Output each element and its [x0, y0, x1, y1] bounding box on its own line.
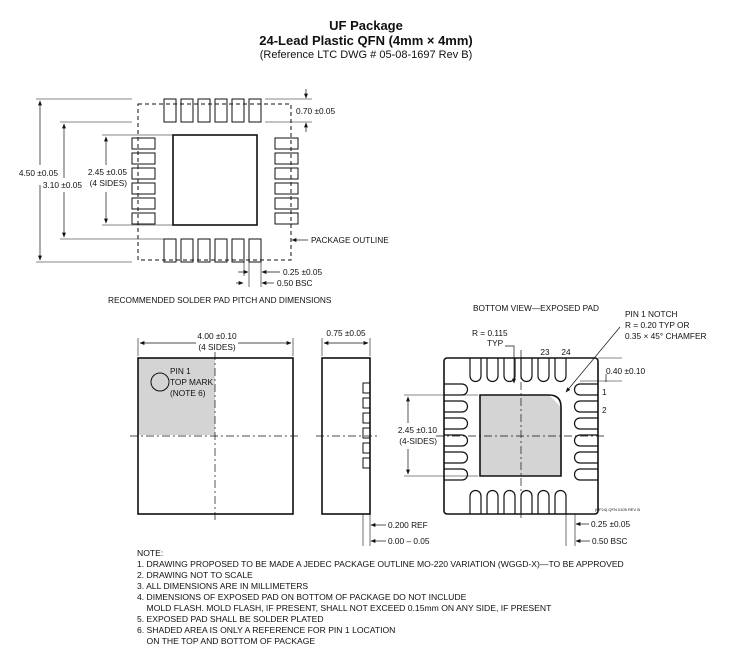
note-6: 6. SHADED AREA IS ONLY A REFERENCE FOR P…	[137, 625, 396, 635]
dim-inner-label: 3.10 ±0.05	[43, 180, 83, 190]
pin1-top-mark	[150, 372, 170, 392]
solder-pad-footprint	[36, 89, 312, 287]
pin-1-label: 1	[602, 387, 607, 397]
dim-pad-width-label: 0.25 ±0.05	[283, 267, 323, 277]
dim-pad-label: 2.45 ±0.05	[88, 167, 128, 177]
footprint-bottom-pads	[163, 238, 262, 263]
exposed-pad-land	[172, 134, 258, 226]
pin1-shaded-area	[138, 358, 215, 435]
solder-pad	[214, 98, 228, 123]
drawing-code: (UF24) QFN 0105 REV B	[595, 507, 640, 512]
bottom-right-leads	[573, 383, 598, 481]
solder-pad	[163, 238, 177, 263]
solder-pad	[248, 98, 262, 123]
pin-23-label: 23	[540, 347, 550, 357]
lead-pitch-label: 0.50 BSC	[592, 536, 628, 546]
solder-pad	[131, 137, 156, 150]
radius-typ-label: TYP	[487, 338, 504, 348]
pin1-notch-label: PIN 1 NOTCH	[625, 309, 678, 319]
bottom-top-leads	[469, 358, 567, 383]
top-dim-sides-label: (4 SIDES)	[198, 342, 236, 352]
solder-pad	[131, 167, 156, 180]
side-lead	[362, 397, 371, 409]
side-lead	[362, 457, 371, 469]
side-lead	[362, 382, 371, 394]
package-outline	[137, 103, 292, 261]
solder-pad	[163, 98, 177, 123]
solder-pad	[214, 238, 228, 263]
pin-2-label: 2	[602, 405, 607, 415]
dim-pad-sides-label: (4 SIDES)	[90, 178, 128, 188]
footprint-left-pads	[131, 137, 156, 225]
notch-chamfer-label: 0.35 × 45° CHAMFER	[625, 331, 706, 341]
package-outline-label: PACKAGE OUTLINE	[311, 235, 389, 245]
solder-pad	[180, 98, 194, 123]
solder-pad	[248, 238, 262, 263]
notes-heading: NOTE:	[137, 548, 164, 558]
thickness-label: 0.75 ±0.05	[326, 328, 366, 338]
standoff-label: 0.00 – 0.05	[388, 536, 430, 546]
dim-pad-pitch-label: 0.50 BSC	[277, 278, 313, 288]
solder-pad	[131, 212, 156, 225]
pin1-note-label: (NOTE 6)	[170, 388, 206, 398]
solder-pad	[274, 137, 299, 150]
ref-label: 0.200 REF	[388, 520, 428, 530]
solder-pad	[131, 152, 156, 165]
notch-radius-label: R = 0.20 TYP OR	[625, 320, 690, 330]
note-3: 3. ALL DIMENSIONS ARE IN MILLIMETERS	[137, 581, 309, 591]
solder-pad	[274, 152, 299, 165]
radius-label: R = 0.115	[472, 328, 508, 338]
note-5: 5. EXPOSED PAD SHALL BE SOLDER PLATED	[137, 614, 324, 624]
exposed-pad-sides-label: (4-SIDES)	[399, 436, 437, 446]
note-4: 4. DIMENSIONS OF EXPOSED PAD ON BOTTOM O…	[137, 592, 467, 602]
bottom-view-caption: BOTTOM VIEW—EXPOSED PAD	[473, 303, 599, 313]
pin1-label: PIN 1	[170, 366, 191, 376]
solder-pad	[274, 212, 299, 225]
bottom-bottom-leads	[469, 489, 567, 514]
package-title: UF Package	[329, 18, 403, 33]
side-lead	[362, 412, 371, 424]
side-lead	[362, 442, 371, 454]
pin1-shaded-area	[480, 395, 561, 476]
solder-pad	[231, 238, 245, 263]
note-1: 1. DRAWING PROPOSED TO BE MADE A JEDEC P…	[137, 559, 624, 569]
note-2: 2. DRAWING NOT TO SCALE	[137, 570, 253, 580]
dim-overall-label: 4.50 ±0.05	[19, 168, 59, 178]
solder-pad	[197, 238, 211, 263]
solder-pad	[197, 98, 211, 123]
notes-block: NOTE: 1. DRAWING PROPOSED TO BE MADE A J…	[137, 548, 624, 647]
exposed-pad-dim-label: 2.45 ±0.10	[398, 425, 438, 435]
solder-pad	[131, 197, 156, 210]
footprint-top-pads	[163, 98, 262, 123]
pin-24-label: 24	[561, 347, 571, 357]
lead-width-label: 0.25 ±0.05	[591, 519, 631, 529]
side-view	[316, 338, 386, 546]
footprint-caption: RECOMMENDED SOLDER PAD PITCH AND DIMENSI…	[108, 295, 332, 305]
solder-pad	[274, 167, 299, 180]
dim-pad-length-label: 0.70 ±0.05	[296, 106, 336, 116]
bottom-left-leads	[444, 383, 469, 481]
top-dim-label: 4.00 ±0.10	[197, 331, 237, 341]
solder-pad	[274, 182, 299, 195]
lead-length-label: 0.40 ±0.10	[606, 366, 646, 376]
solder-pad	[131, 182, 156, 195]
side-lead	[362, 427, 371, 439]
footprint-right-pads	[274, 137, 299, 225]
solder-pad	[274, 197, 299, 210]
note-4-cont: MOLD FLASH. MOLD FLASH, IF PRESENT, SHAL…	[137, 603, 552, 613]
solder-pad	[231, 98, 245, 123]
bottom-view	[404, 326, 622, 546]
note-6-cont: ON THE TOP AND BOTTOM OF PACKAGE	[137, 636, 316, 646]
exposed-pad	[479, 394, 562, 477]
top-view	[130, 338, 300, 520]
pin1-topmark-label: TOP MARK	[170, 377, 213, 387]
solder-pad	[180, 238, 194, 263]
package-subtitle: 24-Lead Plastic QFN (4mm × 4mm)	[259, 33, 473, 48]
drawing-reference: (Reference LTC DWG # 05-08-1697 Rev B)	[259, 49, 473, 61]
